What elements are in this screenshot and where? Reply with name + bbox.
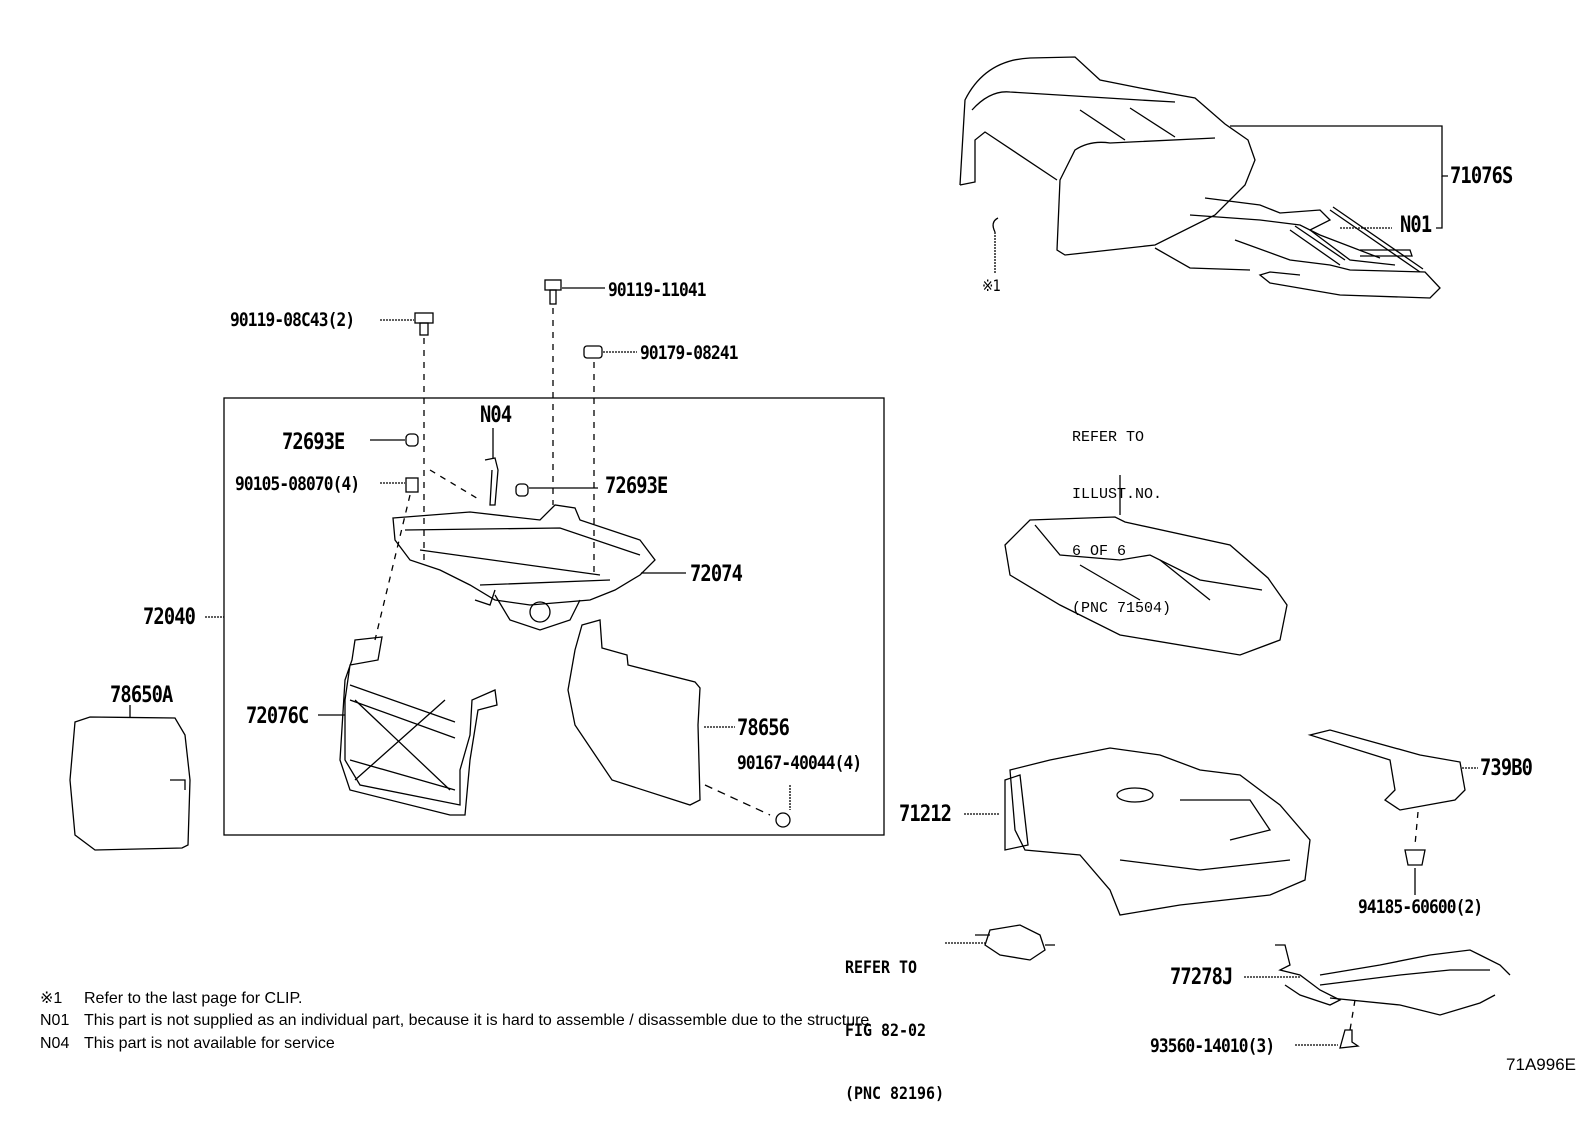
footnote-clip: ※1 Refer to the last page for CLIP. <box>40 988 303 1008</box>
footnote-text: This part is not available for service <box>84 1035 335 1052</box>
part-label-78650A[interactable]: 78650A <box>110 683 173 708</box>
part-label-90119-08C43[interactable]: 90119-08C43(2) <box>230 309 355 331</box>
part-label-72040[interactable]: 72040 <box>143 605 196 630</box>
part-label-78656[interactable]: 78656 <box>737 716 790 741</box>
part-label-N04[interactable]: N04 <box>480 403 512 428</box>
clip-94185-60600 <box>1404 849 1426 866</box>
clip-72693E-left <box>405 433 419 447</box>
part-label-72693E-right[interactable]: 72693E <box>605 474 668 499</box>
seat-frame-drawing <box>392 504 656 631</box>
part-label-clip[interactable]: ※1 <box>982 276 1001 295</box>
clip-72693E-right <box>515 483 529 497</box>
reference-illustration-line-1: REFER TO <box>1072 429 1145 446</box>
footnote-key: N01 <box>40 1012 70 1029</box>
reference-illustration-line-3: 6 OF 6 <box>1072 543 1127 560</box>
parts-diagram <box>69 56 1511 1049</box>
footnote-n01: N01 This part is not supplied as an indiv… <box>40 1012 869 1030</box>
reference-illustration[interactable]: REFER TO ILLUST.NO. 6 OF 6 (PNC 71504) <box>1072 390 1171 637</box>
part-label-72076C[interactable]: 72076C <box>246 704 309 729</box>
footnote-key: ※1 <box>40 990 63 1007</box>
part-label-93560-14010[interactable]: 93560-14010(3) <box>1150 1035 1275 1057</box>
seat-pan-drawing <box>1004 747 1311 916</box>
wire-harness-drawing <box>1275 944 1511 1016</box>
pad-739B0-drawing <box>1307 729 1466 811</box>
part-label-77278J[interactable]: 77278J <box>1170 965 1233 990</box>
part-label-94185-60600[interactable]: 94185-60600(2) <box>1358 896 1483 918</box>
illustration-code: 71A996E <box>1506 1055 1576 1074</box>
part-label-72074[interactable]: 72074 <box>690 562 743 587</box>
part-label-90119-11041[interactable]: 90119-11041 <box>608 279 706 301</box>
part-label-739B0[interactable]: 739B0 <box>1480 756 1533 781</box>
part-label-N01[interactable]: N01 <box>1400 213 1432 238</box>
part-label-71212[interactable]: 71212 <box>899 802 952 827</box>
screw-90167-40044 <box>775 812 791 828</box>
part-label-71076S[interactable]: 71076S <box>1450 164 1513 189</box>
footnote-text: Refer to the last page for CLIP. <box>84 990 303 1007</box>
screw-93560-14010 <box>1339 1029 1360 1049</box>
bracket-72076C-drawing <box>339 636 498 816</box>
reference-figure[interactable]: REFER TO FIG 82-02 (PNC 82196) <box>845 916 944 1126</box>
bolt-90119-08C43 <box>414 312 434 336</box>
reference-illustration-line-4: (PNC 71504) <box>1072 600 1172 617</box>
pad-78650A-drawing <box>69 716 191 851</box>
seat-cushion-pad-drawing <box>1004 516 1288 656</box>
footnote-key: N04 <box>40 1035 70 1052</box>
footnote-text: This part is not supplied as an individu… <box>84 1012 870 1029</box>
nut-90179-08241 <box>583 345 603 359</box>
cover-78656-drawing <box>567 619 701 806</box>
part-label-90167-40044[interactable]: 90167-40044(4) <box>737 752 862 774</box>
footnote-n04: N04 This part is not available for servic… <box>40 1035 335 1053</box>
n04-bracket-drawing <box>484 457 499 506</box>
reference-figure-line-2: FIG 82-02 <box>845 1021 927 1041</box>
part-label-90179-08241[interactable]: 90179-08241 <box>640 342 738 364</box>
clip-drawing <box>992 217 999 233</box>
part-label-90105-08070[interactable]: 90105-08070(4) <box>235 473 360 495</box>
bolt-90119-11041 <box>544 279 562 305</box>
connector-drawing <box>975 924 1055 961</box>
reference-figure-line-1: REFER TO <box>845 958 918 978</box>
reference-illustration-line-2: ILLUST.NO. <box>1072 486 1163 503</box>
part-label-72693E-left[interactable]: 72693E <box>282 430 345 455</box>
seat-cushion-cover-drawing <box>959 56 1441 299</box>
reference-figure-line-3: (PNC 82196) <box>845 1084 945 1104</box>
bolt-90105-08070 <box>405 477 419 493</box>
